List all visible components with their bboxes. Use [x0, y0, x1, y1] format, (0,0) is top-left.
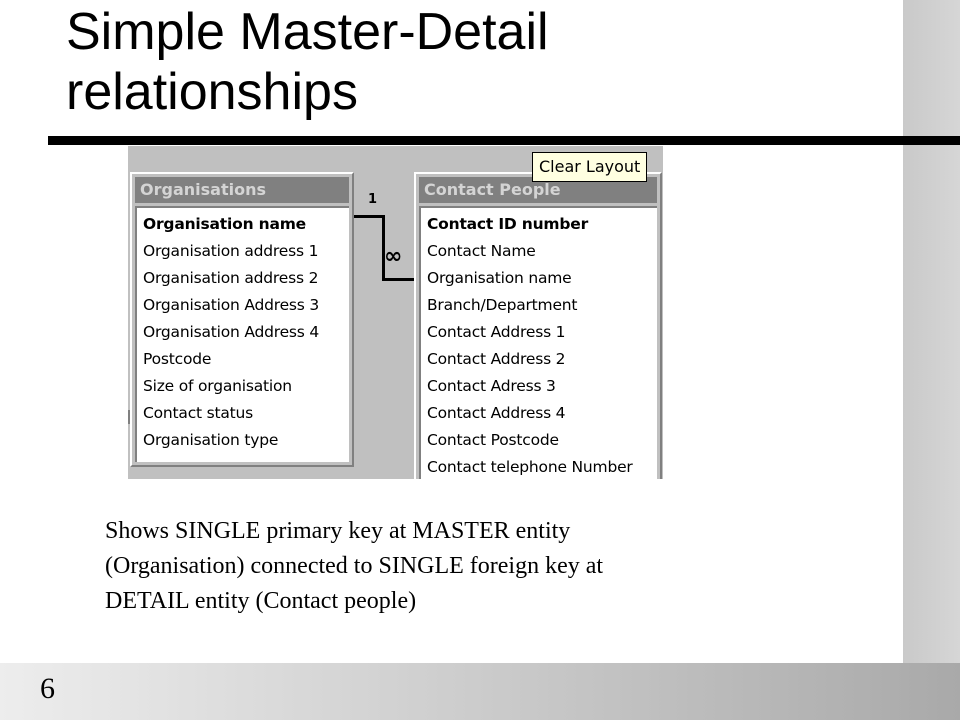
contact-people-field[interactable]: Contact Address 2 [427, 350, 566, 368]
contact-people-field[interactable]: Branch/Department [427, 296, 578, 314]
relationship-line-master-segment[interactable] [354, 215, 384, 218]
slide-right-band [903, 0, 960, 720]
organisations-field[interactable]: Contact status [143, 404, 254, 422]
contact-people-field[interactable]: Contact Adress 3 [427, 377, 556, 395]
slide-title-line-1: Simple Master-Detail [66, 3, 549, 61]
entity-title-organisations[interactable]: Organisations [135, 177, 349, 203]
contact-people-field[interactable]: Contact Name [427, 242, 536, 260]
slide-bottom-band [0, 663, 960, 720]
organisations-field[interactable]: Organisation type [143, 431, 279, 449]
organisations-field[interactable]: Postcode [143, 350, 212, 368]
title-divider [48, 136, 960, 145]
slide-title: Simple Master-Detail relationships [66, 2, 886, 122]
partial-border-fragment [128, 410, 131, 424]
caption-line-1: Shows SINGLE primary key at MASTER entit… [105, 518, 571, 544]
slide-number: 6 [40, 672, 55, 705]
organisations-field[interactable]: Size of organisation [143, 377, 292, 395]
organisations-field[interactable]: Organisation address 1 [143, 242, 319, 260]
slide-caption: Shows SINGLE primary key at MASTER entit… [105, 514, 795, 619]
caption-line-2: (Organisation) connected to SINGLE forei… [105, 553, 604, 579]
relationship-line-detail-segment[interactable] [382, 278, 414, 281]
contact-people-field[interactable]: Contact Postcode [427, 431, 559, 449]
organisations-field[interactable]: Organisation Address 4 [143, 323, 320, 341]
relationship-many-label: ∞ [384, 244, 403, 269]
relationship-line-vertical-segment[interactable] [382, 215, 385, 281]
contact-people-primary-key-field[interactable]: Contact ID number [427, 215, 589, 233]
contact-people-field[interactable]: Contact Address 1 [427, 323, 566, 341]
organisations-field[interactable]: Organisation Address 3 [143, 296, 320, 314]
tooltip-clear-layout: Clear Layout [532, 152, 648, 182]
organisations-field[interactable]: Organisation address 2 [143, 269, 319, 287]
contact-people-field[interactable]: Organisation name [427, 269, 572, 287]
slide-title-line-2: relationships [66, 63, 358, 121]
relationship-one-label: 1 [368, 192, 378, 207]
organisations-primary-key-field[interactable]: Organisation name [143, 215, 306, 233]
contact-people-field[interactable]: Contact Address 4 [427, 404, 566, 422]
caption-line-3: DETAIL entity (Contact people) [105, 588, 417, 614]
contact-people-field[interactable]: Contact telephone Number [427, 458, 633, 476]
